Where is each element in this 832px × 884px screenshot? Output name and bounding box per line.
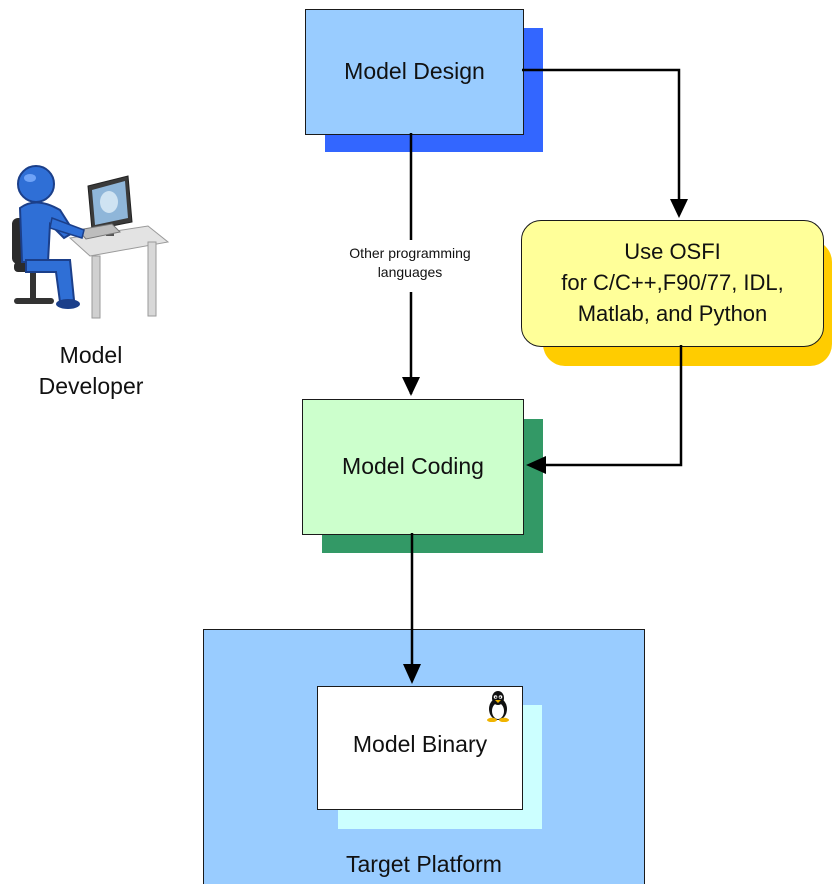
- actor-label: Model Developer: [0, 340, 182, 402]
- actor-label-line-2: Developer: [38, 373, 144, 400]
- model-binary-box: Model Binary: [317, 686, 523, 810]
- actor-label-line-1: Model: [59, 342, 123, 368]
- osfi-line-1: Use OSFI: [624, 239, 721, 265]
- linux-penguin-icon: [485, 690, 511, 723]
- edge-label-line-2: languages: [377, 263, 443, 280]
- model-design-box: Model Design: [305, 9, 524, 135]
- osfi-box: Use OSFI for C/C++,F90/77, IDL, Matlab, …: [521, 220, 824, 347]
- arrowhead-coding-side: [526, 456, 546, 474]
- model-binary-label: Model Binary: [352, 731, 488, 758]
- edge-label-line-1: Other programming: [349, 245, 471, 261]
- edge-osfi-to-coding: [545, 345, 683, 467]
- edge-design-to-osfi: [522, 68, 681, 200]
- arrowhead-binary: [403, 664, 421, 684]
- target-platform-label: Target Platform: [346, 850, 502, 877]
- arrowhead-coding: [402, 377, 420, 396]
- osfi-line-3: Matlab, and Python: [577, 300, 768, 326]
- developer-figure: [8, 158, 178, 328]
- developer-at-computer-icon: [12, 165, 170, 319]
- model-design-label: Model Design: [344, 58, 485, 85]
- osfi-line-2: for C/C++,F90/77, IDL,: [561, 270, 784, 296]
- edge-label-other-languages: Other programming languages: [320, 244, 500, 282]
- arrowhead-osfi: [670, 199, 688, 218]
- model-coding-label: Model Coding: [342, 453, 484, 480]
